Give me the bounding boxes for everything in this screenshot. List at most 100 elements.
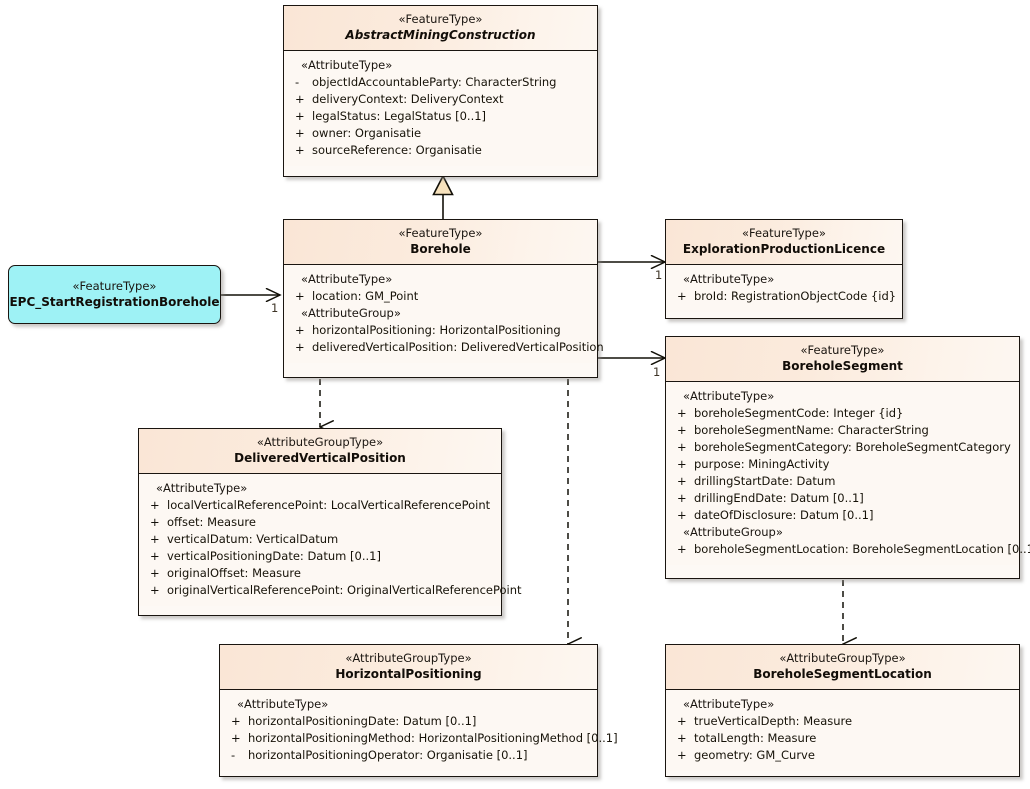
attribute-signature: broId: RegistrationObjectCode {id} [694, 289, 897, 303]
visibility-marker: + [295, 126, 305, 140]
class-stereotype: «FeatureType» [800, 343, 885, 357]
class-name: AbstractMiningConstruction [345, 28, 536, 42]
class-abstractminingconstruction[interactable]: «FeatureType» AbstractMiningConstruction… [283, 5, 598, 177]
attribute-signature: trueVerticalDepth: Measure [694, 714, 853, 728]
attribute-signature: localVerticalReferencePoint: LocalVertic… [167, 498, 491, 512]
attribute-signature: boreholeSegmentName: CharacterString [694, 423, 929, 437]
attribute-row: + boreholeSegmentLocation: BoreholeSegme… [670, 541, 1030, 558]
class-header-explorationproductionlicence: «FeatureType» ExplorationProductionLicen… [666, 220, 902, 265]
attribute-signature: verticalPositioningDate: Datum [0..1] [167, 549, 381, 563]
class-name: EPC_StartRegistrationBorehole [9, 295, 220, 309]
attribute-group-label: «AttributeType» [301, 58, 393, 72]
class-stereotype: «FeatureType» [398, 12, 483, 26]
class-explorationproductionlicence[interactable]: «FeatureType» ExplorationProductionLicen… [665, 219, 903, 319]
visibility-marker: + [677, 714, 687, 728]
visibility-marker: + [150, 549, 160, 563]
visibility-marker: + [295, 340, 305, 354]
attribute-row: + boreholeSegmentCategory: BoreholeSegme… [670, 439, 1015, 456]
attribute-signature: purpose: MiningActivity [694, 457, 830, 471]
class-name: ExplorationProductionLicence [682, 242, 886, 256]
attribute-signature: geometry: GM_Curve [694, 748, 815, 762]
class-name: BoreholeSegment [782, 359, 903, 373]
attribute-signature: boreholeSegmentLocation: BoreholeSegment… [694, 542, 1030, 556]
attribute-signature: horizontalPositioning: HorizontalPositio… [312, 323, 561, 337]
visibility-marker: + [231, 714, 241, 728]
attribute-signature: drillingEndDate: Datum [0..1] [694, 491, 864, 505]
attribute-signature: horizontalPositioningMethod: HorizontalP… [248, 731, 618, 745]
attribute-signature: sourceReference: Organisatie [312, 143, 482, 157]
attribute-signature: offset: Measure [167, 515, 256, 529]
attribute-row: + geometry: GM_Curve [670, 747, 1015, 764]
visibility-marker: + [295, 143, 305, 157]
class-body-boreholesegmentlocation: «AttributeType» + trueVerticalDepth: Mea… [666, 690, 1019, 771]
multiplicity-borehole-licence: 1 [655, 268, 663, 282]
attribute-group-label: «AttributeType» [683, 389, 775, 403]
class-deliveredverticalposition[interactable]: «AttributeGroupType» DeliveredVerticalPo… [138, 428, 522, 616]
visibility-marker: + [295, 109, 305, 123]
class-boreholesegmentlocation[interactable]: «AttributeGroupType» BoreholeSegmentLoca… [665, 644, 1020, 777]
class-header-boreholesegment: «FeatureType» BoreholeSegment [666, 337, 1019, 382]
attribute-group-label: «AttributeType» [683, 697, 775, 711]
attribute-row: + boreholeSegmentName: CharacterString [670, 422, 1015, 439]
attribute-row: + localVerticalReferencePoint: LocalVert… [143, 497, 497, 514]
visibility-marker: + [231, 731, 241, 745]
visibility-marker: + [677, 748, 687, 762]
attribute-row: + drillingStartDate: Datum [670, 473, 1015, 490]
visibility-marker: + [677, 474, 687, 488]
visibility-marker: + [677, 542, 687, 556]
class-stereotype: «AttributeGroupType» [779, 651, 906, 665]
attribute-row: + legalStatus: LegalStatus [0..1] [288, 108, 593, 125]
class-body-deliveredverticalposition: «AttributeType» + localVerticalReference… [139, 474, 522, 606]
attribute-row: + drillingEndDate: Datum [0..1] [670, 490, 1015, 507]
attribute-row: - objectIdAccountableParty: CharacterStr… [288, 74, 593, 91]
class-header-boreholesegmentlocation: «AttributeGroupType» BoreholeSegmentLoca… [666, 645, 1019, 690]
visibility-marker: - [295, 75, 300, 89]
visibility-marker: + [295, 289, 305, 303]
visibility-marker: + [677, 423, 687, 437]
visibility-marker: + [677, 731, 687, 745]
multiplicity-borehole-segment: 1 [653, 365, 661, 379]
attribute-group-label: «AttributeType» [156, 481, 248, 495]
class-stereotype: «AttributeGroupType» [256, 435, 384, 449]
attribute-row: + offset: Measure [143, 514, 497, 531]
multiplicity-epc-borehole: 1 [271, 301, 279, 315]
visibility-marker: + [150, 566, 160, 580]
visibility-marker: - [231, 748, 236, 762]
class-stereotype: «AttributeGroupType» [345, 651, 472, 665]
class-boreholesegment[interactable]: «FeatureType» BoreholeSegment «Attribute… [665, 336, 1030, 579]
class-borehole[interactable]: «FeatureType» Borehole «AttributeType» +… [283, 219, 604, 378]
attribute-signature: verticalDatum: VerticalDatum [167, 532, 339, 546]
attribute-row: + horizontalPositioningDate: Datum [0..1… [224, 713, 593, 730]
attribute-signature: originalOffset: Measure [167, 566, 301, 580]
visibility-marker: + [295, 323, 305, 337]
class-horizontalpositioning[interactable]: «AttributeGroupType» HorizontalPositioni… [219, 644, 618, 777]
connector-generalization-borehole-to-abstractminingconstruction [432, 174, 454, 219]
class-name: DeliveredVerticalPosition [234, 451, 406, 465]
class-name: HorizontalPositioning [335, 667, 482, 681]
class-stereotype: «FeatureType» [398, 226, 483, 240]
attribute-signature: drillingStartDate: Datum [694, 474, 836, 488]
visibility-marker: + [677, 440, 687, 454]
visibility-marker: + [295, 92, 305, 106]
attribute-row: + boreholeSegmentCode: Integer {id} [670, 405, 1015, 422]
class-header-abstractminingconstruction: «FeatureType» AbstractMiningConstruction [284, 6, 597, 51]
attribute-group-label: «AttributeType» [683, 272, 775, 286]
attribute-signature: location: GM_Point [312, 289, 419, 303]
attribute-row: + horizontalPositioningMethod: Horizonta… [224, 730, 618, 747]
attribute-row: + sourceReference: Organisatie [288, 142, 593, 159]
attribute-row: + originalVerticalReferencePoint: Origin… [143, 582, 522, 599]
attribute-row: + broId: RegistrationObjectCode {id} [670, 288, 898, 305]
attribute-signature: legalStatus: LegalStatus [0..1] [312, 109, 487, 123]
class-epc-startregistrationborehole[interactable]: «FeatureType» EPC_StartRegistrationBoreh… [8, 265, 221, 324]
class-body-horizontalpositioning: «AttributeType» + horizontalPositioningD… [220, 690, 618, 771]
attribute-group-label: «AttributeType» [301, 272, 393, 286]
attribute-row: + totalLength: Measure [670, 730, 1015, 747]
attribute-signature: originalVerticalReferencePoint: Original… [167, 583, 522, 597]
class-stereotype: «FeatureType» [742, 226, 826, 240]
visibility-marker: + [677, 406, 687, 420]
attribute-row: + horizontalPositioning: HorizontalPosit… [288, 322, 593, 339]
attribute-row: + deliveredVerticalPosition: DeliveredVe… [288, 339, 604, 356]
attribute-row: + owner: Organisatie [288, 125, 593, 142]
attribute-signature: boreholeSegmentCategory: BoreholeSegment… [694, 440, 1011, 454]
